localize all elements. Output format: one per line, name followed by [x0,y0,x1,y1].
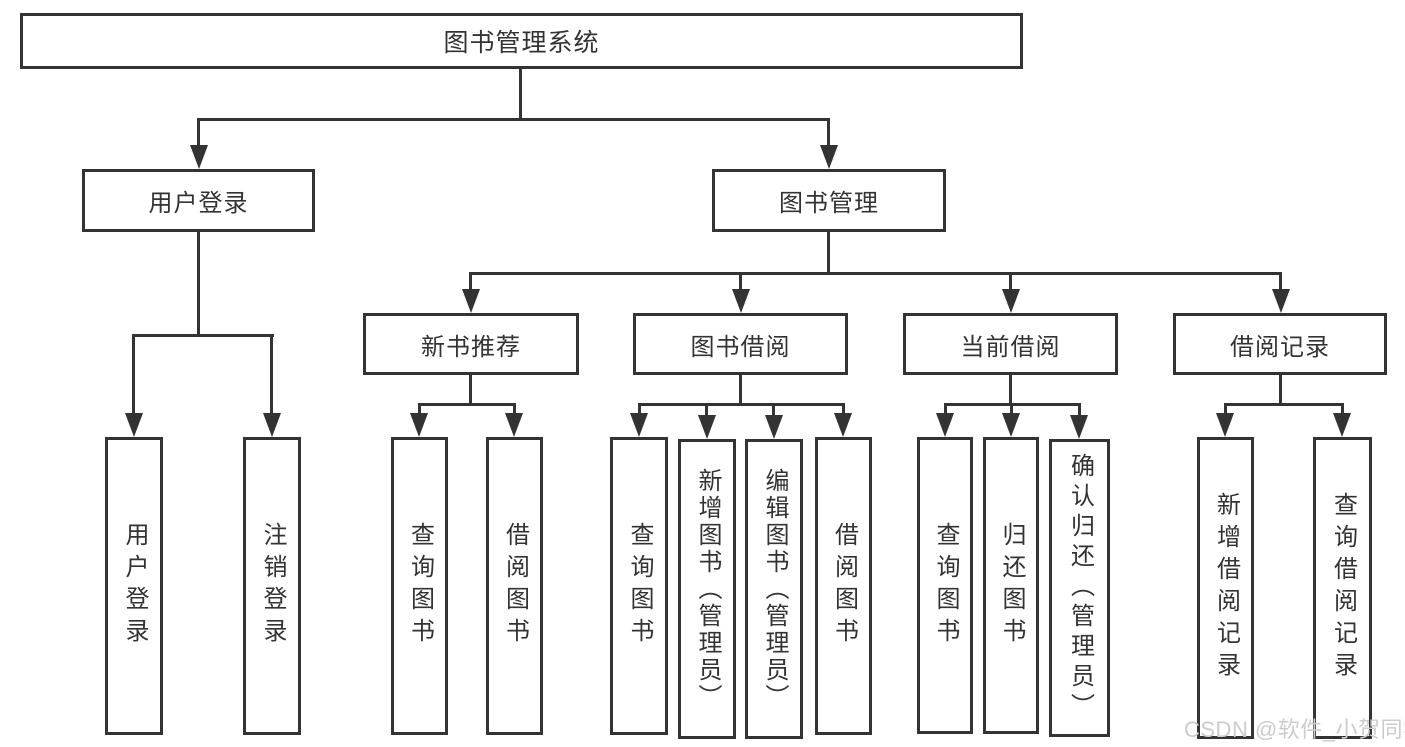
node-current-borrow: 当前借阅 [903,313,1118,375]
arrow-down [936,413,954,437]
arrow-down [1333,413,1351,437]
connector-book-borrow-trunk [739,375,742,405]
connector-rail-user-login [132,334,274,337]
leaf-add-borrow-record: 新增借阅记录 [1197,437,1254,739]
connector-stem [842,403,845,415]
node-new-book-recommend: 新书推荐 [363,313,579,375]
arrow-down [1002,413,1020,437]
connector-rail-book-borrow [638,403,845,406]
arrow-down [410,413,428,437]
node-borrow-records: 借阅记录 [1173,313,1387,375]
connector-rail-level2 [198,118,830,121]
node-library-system: 图书管理系统 [20,13,1023,69]
csdn-watermark: CSDN @软件_小贺同学 [1184,717,1405,742]
leaf-query-book-recommend: 查询图书 [391,437,448,735]
connector-stem [270,334,273,414]
connector-stem [469,272,472,290]
connector-stem [132,334,135,414]
arrow-down [1272,289,1290,313]
arrow-down [630,413,648,437]
connector-stem [1010,403,1013,415]
connector-stem [1224,403,1227,415]
connector-stem [1341,403,1344,415]
connector-current-borrow-trunk [1009,375,1012,405]
arrow-down [1002,289,1020,313]
arrow-down [820,145,838,169]
connector-stem [418,403,421,415]
connector-stem [772,403,775,415]
node-book-management: 图书管理 [712,169,946,232]
connector-stem [1279,272,1282,290]
connector-stem [739,272,742,290]
leaf-borrow-book: 借阅图书 [815,437,872,735]
node-book-borrow: 图书借阅 [633,313,848,375]
arrow-down [1070,415,1088,439]
connector-stem [513,403,516,415]
connector-stem [197,118,200,146]
leaf-borrow-book-recommend: 借阅图书 [486,437,543,735]
leaf-add-book-admin: 新增图书（管理员） [678,439,736,739]
connector-new-book-trunk [469,375,472,405]
leaf-logout: 注销登录 [243,437,301,735]
arrow-down [462,289,480,313]
arrow-down [1216,413,1234,437]
connector-stem [705,403,708,415]
arrow-down [698,415,716,439]
connector-stem [1078,403,1081,415]
arrow-down [263,413,281,437]
arrow-down [834,413,852,437]
connector-root-trunk [519,69,522,118]
leaf-edit-book-admin: 编辑图书（管理员） [745,439,803,739]
leaf-query-book-borrow: 查询图书 [610,437,668,735]
connector-user-login-trunk [197,232,200,336]
connector-stem [1009,272,1012,290]
arrow-down [505,413,523,437]
connector-rail-new-book [418,403,516,406]
connector-stem [638,403,641,415]
arrow-down [125,413,143,437]
leaf-query-book-current: 查询图书 [917,437,973,734]
arrow-down [190,145,208,169]
arrow-down [765,415,783,439]
connector-book-management-trunk [827,232,830,274]
connector-stem [827,118,830,146]
node-user-login: 用户登录 [82,169,315,232]
leaf-confirm-return-admin: 确认归还（管理员） [1049,439,1110,737]
leaf-user-login: 用户登录 [105,437,163,735]
connector-rail-book-management [469,272,1282,275]
leaf-query-borrow-record: 查询借阅记录 [1313,437,1372,739]
connector-rail-borrow-records [1224,403,1344,406]
connector-borrow-records-trunk [1279,375,1282,405]
leaf-return-book: 归还图书 [983,437,1039,734]
connector-stem [944,403,947,415]
arrow-down [732,289,750,313]
